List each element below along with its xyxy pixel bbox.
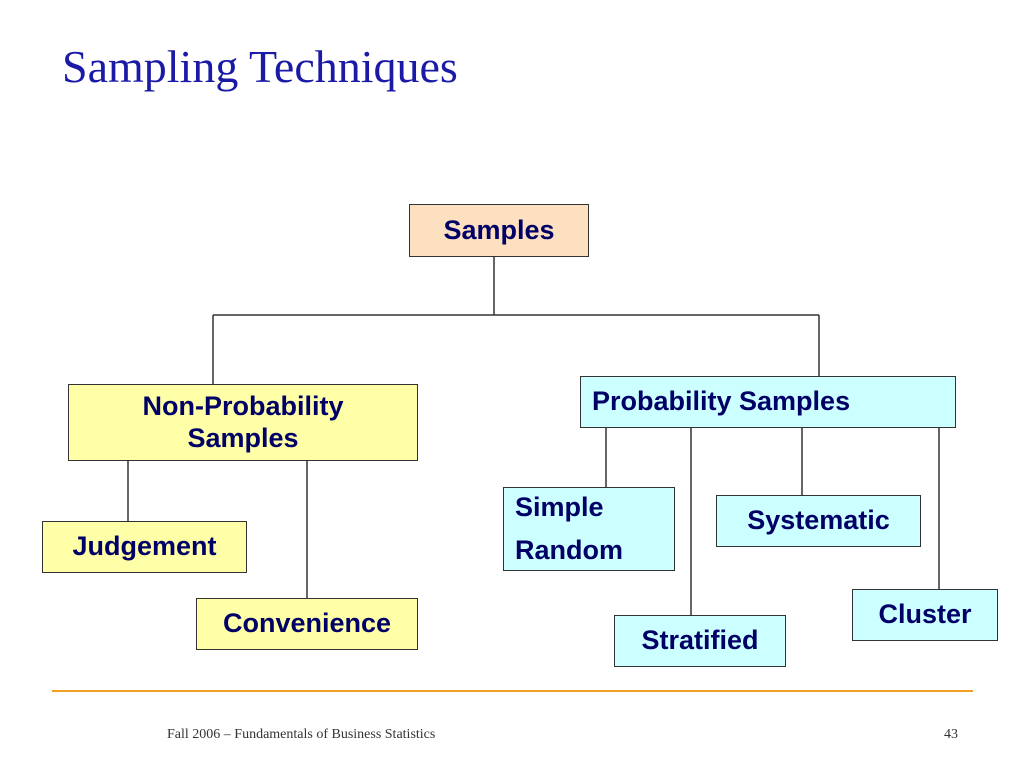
node-non-probability-samples: Non-Probability Samples [68,384,418,461]
node-systematic-label: Systematic [747,505,890,536]
slide-title: Sampling Techniques [62,41,458,92]
node-systematic: Systematic [716,495,921,547]
page-number: 43 [944,727,958,742]
node-simple-random: Simple Random [503,487,675,571]
node-judgement: Judgement [42,521,247,573]
node-stratified-label: Stratified [641,625,759,656]
footer-rule [52,690,973,692]
node-judgement-label: Judgement [72,531,217,562]
node-simple-random-label-line2: Random [515,535,623,565]
node-samples-label: Samples [443,214,555,245]
node-stratified: Stratified [614,615,786,667]
node-simple-random-label-line1: Simple [515,491,604,522]
node-cluster: Cluster [852,589,998,641]
node-probability-samples: Probability Samples [580,376,956,428]
node-probability-label: Probability Samples [592,386,851,417]
node-non-probability-label-line2: Samples [187,422,299,453]
footer-text: Fall 2006 – Fundamentals of Business Sta… [167,727,436,742]
node-samples: Samples [409,204,589,257]
node-convenience: Convenience [196,598,418,650]
node-non-probability-label-line1: Non-Probability [142,391,344,422]
node-convenience-label: Convenience [222,608,392,639]
node-cluster-label: Cluster [878,599,972,630]
